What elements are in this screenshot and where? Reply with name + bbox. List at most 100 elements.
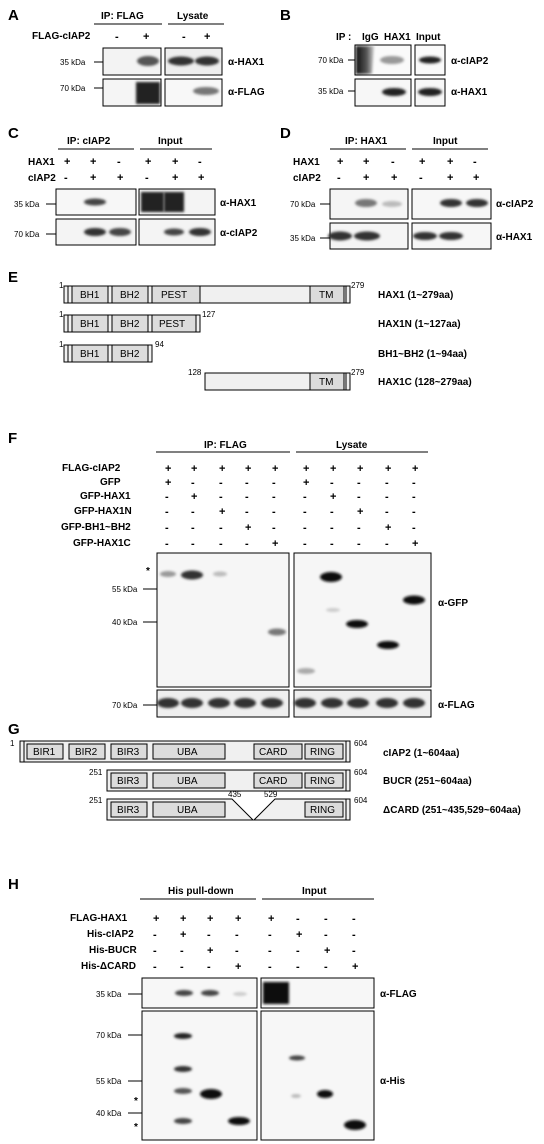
band (174, 1088, 192, 1094)
row-label: HAX1 (293, 157, 320, 168)
marker: 35 kDa (14, 200, 40, 209)
domain-bh2: BH2 (120, 349, 140, 360)
panel-letter-g: G (8, 721, 20, 738)
band (84, 198, 106, 206)
aa-start: 128 (188, 368, 202, 377)
domain-bh2: BH2 (120, 319, 140, 330)
sign: + (391, 172, 397, 184)
construct-hax1c: 128 TM 279 HAX1C (128~279aa) (188, 368, 472, 391)
antibody-label: α-cIAP2 (451, 56, 489, 67)
band (157, 698, 179, 708)
sign: + (172, 156, 178, 168)
domain-bir2: BIR2 (75, 747, 98, 758)
marker: 70 kDa (60, 84, 86, 93)
band (201, 990, 219, 996)
panel-letter-a: A (8, 7, 19, 24)
sign: + (245, 522, 251, 534)
sign: + (363, 172, 369, 184)
col-igg: IgG (362, 32, 379, 43)
input-header: Input (433, 136, 458, 147)
marker: 55 kDa (96, 1077, 122, 1086)
sign: - (268, 945, 272, 957)
ip-header: IP: cIAP2 (67, 136, 111, 147)
sign: - (473, 156, 477, 168)
marker: 40 kDa (96, 1109, 122, 1118)
sign: + (337, 156, 343, 168)
band (328, 231, 352, 241)
sign: - (165, 491, 169, 503)
sign: - (412, 522, 416, 534)
band (175, 990, 193, 996)
sign: - (352, 913, 356, 925)
construct-hax1n: 1 BH1 BH2 PEST 127 HAX1N (1~127aa) (59, 310, 461, 333)
sign: - (330, 522, 334, 534)
sign: - (153, 945, 157, 957)
band (164, 192, 184, 212)
construct-label: BUCR (251~604aa) (383, 776, 472, 787)
panel-f: F IP: FLAG Lysate FLAG-cIAP2 GFP GFP-HAX… (8, 430, 475, 718)
sign: - (330, 477, 334, 489)
input-header: Input (302, 886, 327, 897)
band (168, 56, 194, 66)
ip-header: IP: FLAG (101, 11, 144, 22)
input-header: Input (158, 136, 183, 147)
domain-tm: TM (319, 290, 333, 301)
construct-label: HAX1 (1~279aa) (378, 290, 453, 301)
sign-grid: + + - + + - - + + - + + (337, 156, 479, 184)
construct-label: BH1~BH2 (1~94aa) (378, 349, 467, 360)
band (376, 698, 398, 708)
band (84, 228, 106, 236)
marker: 40 kDa (112, 618, 138, 627)
blot-lysate-gfp (293, 552, 432, 688)
antibody-label: α-HAX1 (220, 198, 257, 209)
band (317, 1090, 333, 1098)
band (234, 698, 256, 708)
sign: + (412, 463, 418, 475)
panel-letter-b: B (280, 7, 291, 24)
band (208, 698, 230, 708)
row-label: GFP (100, 477, 121, 488)
sign: - (272, 477, 276, 489)
construct-label: ΔCARD (251~435,529~604aa) (383, 805, 521, 816)
sign: - (145, 172, 149, 184)
sign: - (245, 477, 249, 489)
band (346, 620, 368, 628)
row-label: FLAG-cIAP2 (62, 463, 121, 474)
band (263, 982, 289, 1004)
sign: - (219, 477, 223, 489)
domain-bh2: BH2 (120, 290, 140, 301)
row-label: GFP-HAX1N (74, 506, 132, 517)
domain-bh1: BH1 (80, 290, 100, 301)
sign: + (357, 463, 363, 475)
sign: - (272, 506, 276, 518)
sign: + (330, 491, 336, 503)
sign: - (385, 491, 389, 503)
band (440, 199, 462, 207)
col-input: Input (416, 32, 441, 43)
sign: + (330, 463, 336, 475)
aa-start: 251 (89, 768, 103, 777)
antibody-label: α-GFP (438, 598, 468, 609)
antibody-label: α-HAX1 (496, 232, 533, 243)
construct-label: HAX1C (128~279aa) (378, 377, 472, 388)
sign: - (165, 538, 169, 550)
domain-pest: PEST (161, 290, 187, 301)
band (439, 232, 463, 240)
panel-letter-f: F (8, 430, 17, 447)
sign: + (153, 913, 159, 925)
row-label: His-BUCR (89, 945, 138, 956)
antibody-label: α-His (380, 1076, 405, 1087)
domain-ring: RING (310, 805, 335, 816)
marker: 70 kDa (318, 56, 344, 65)
asterisk: * (146, 566, 150, 577)
sign: + (272, 538, 278, 550)
sign: + (145, 156, 151, 168)
row-label: GFP-BH1~BH2 (61, 522, 131, 533)
sign: - (235, 945, 239, 957)
sign: - (324, 961, 328, 973)
band (419, 56, 441, 64)
band (193, 87, 219, 95)
panel-c: C IP: cIAP2 Input HAX1 cIAP2 + + - + + -… (8, 125, 258, 246)
lysate-header: Lysate (177, 11, 209, 22)
blot-ip-hax1 (55, 188, 137, 216)
